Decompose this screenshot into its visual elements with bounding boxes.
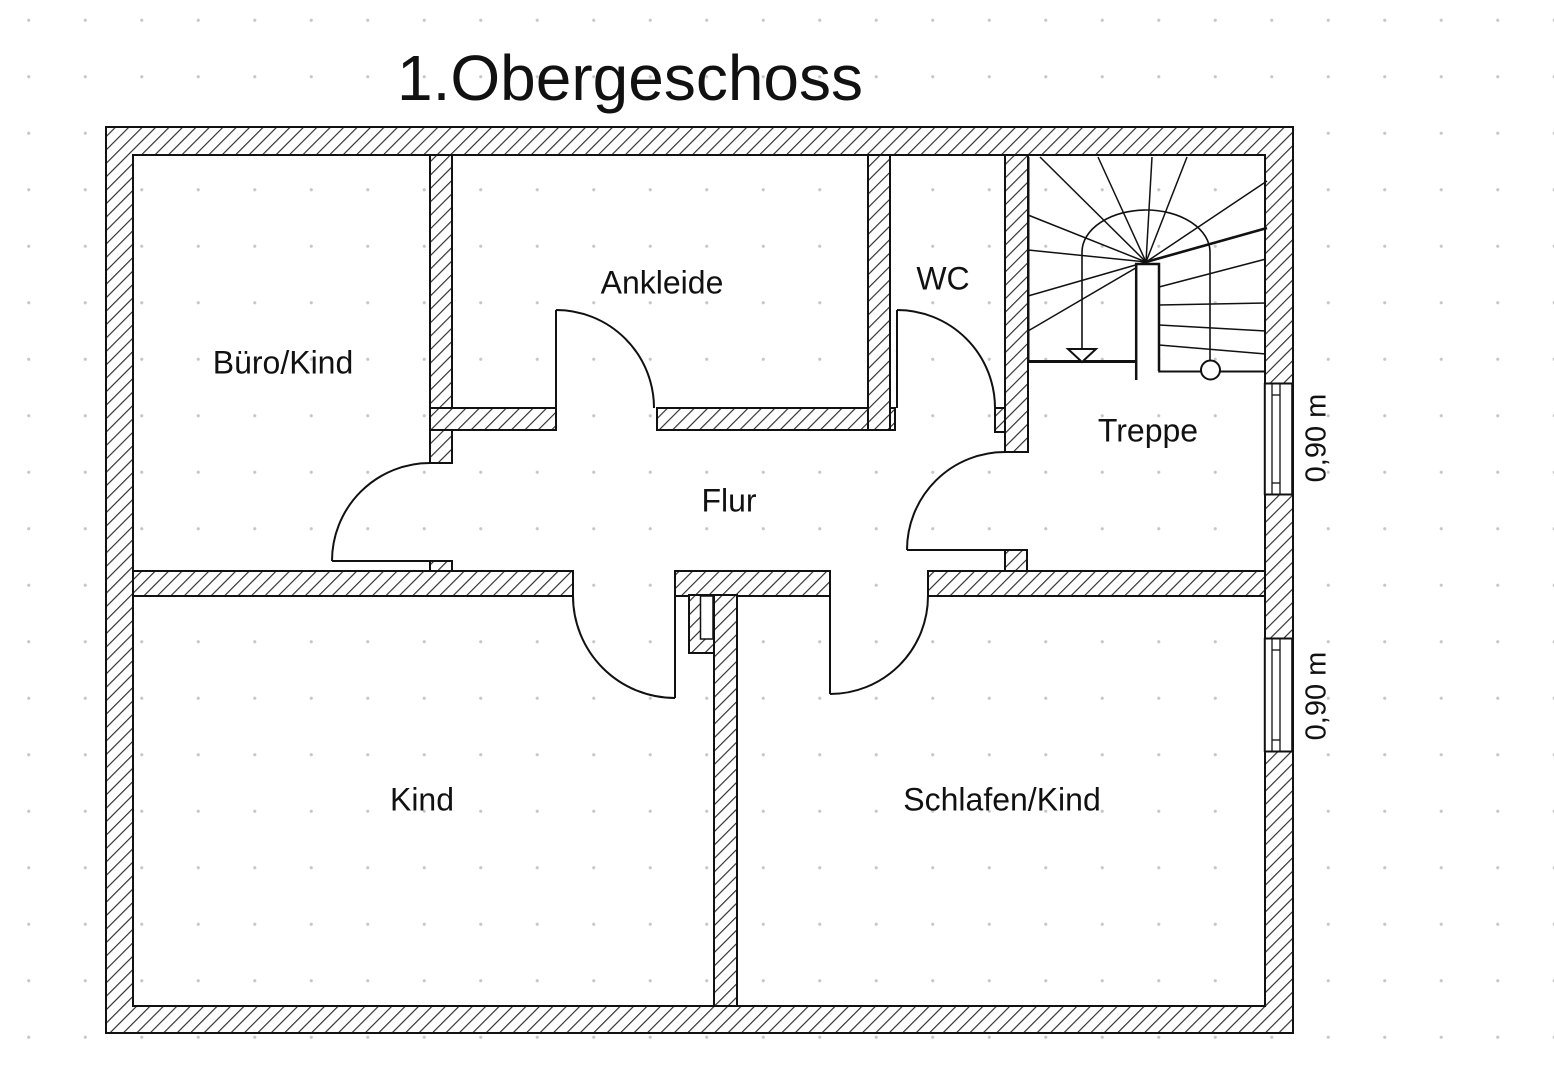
door-kind <box>572 595 676 699</box>
wall-shaft-niche <box>699 595 714 640</box>
window-symbol-top <box>1263 382 1294 496</box>
stair-start-circle-icon <box>1200 359 1221 381</box>
window-dimension-bottom: 0,90 m <box>1300 651 1333 741</box>
room-label-schlafen-kind: Schlafen/Kind <box>903 781 1101 818</box>
room-label-wc: WC <box>916 260 970 297</box>
interior-walls <box>132 154 1266 1007</box>
doors <box>331 309 1006 699</box>
door-treppe <box>906 451 1006 551</box>
stair-direction-arrow-icon <box>1065 348 1099 364</box>
plan-title: 1.Obergeschoss <box>396 42 864 114</box>
stair-treads <box>1027 156 1268 355</box>
window-dimension-top: 0,90 m <box>1300 393 1333 483</box>
room-label-kind: Kind <box>389 781 455 818</box>
room-label-flur: Flur <box>701 482 757 519</box>
staircase <box>1027 156 1268 381</box>
door-schlafen-kind <box>829 595 929 695</box>
room-label-treppe: Treppe <box>1097 412 1199 449</box>
door-wc <box>896 309 996 409</box>
room-label-ankleide: Ankleide <box>600 264 724 301</box>
stair-newel <box>1134 262 1161 380</box>
door-buero-kind <box>331 462 431 562</box>
window-symbol-bottom <box>1263 637 1294 753</box>
door-ankleide <box>555 309 655 409</box>
stair-walk-arc <box>1081 209 1211 253</box>
room-label-buero-kind: Büro/Kind <box>212 344 354 381</box>
